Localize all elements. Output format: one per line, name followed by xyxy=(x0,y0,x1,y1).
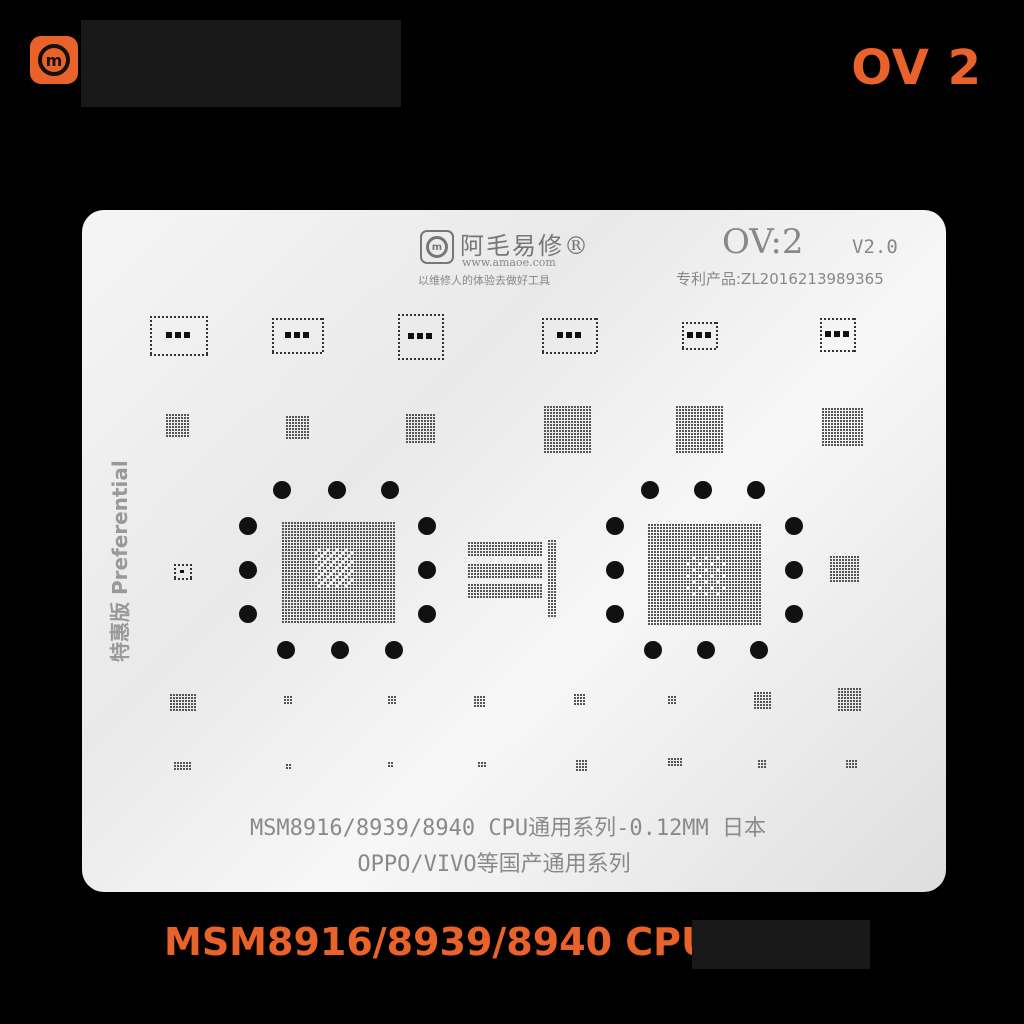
pad-row4-7 xyxy=(846,760,857,768)
pad-row4-2 xyxy=(388,762,393,767)
cpu-right-pattern xyxy=(606,481,803,659)
pad-grid-row2-5 xyxy=(822,408,863,446)
stencil-brand-name: 阿毛易修® xyxy=(460,232,590,260)
brand-logo-icon: m xyxy=(30,36,78,84)
stencil-spec-line-2: OPPO/VIVO等国产通用系列 xyxy=(357,852,631,877)
stencil-patent: 专利产品:ZL2016213989365 xyxy=(676,270,884,288)
redacted-area-top xyxy=(81,20,401,107)
pad-row3-2 xyxy=(388,696,396,704)
stencil-brand-slogan: 以维修人的体验去做好工具 xyxy=(418,274,550,287)
product-title: MSM8916/8939/8940 CPU xyxy=(164,920,712,964)
stencil-model: OV:2 xyxy=(722,222,804,262)
pad-grid-side xyxy=(830,556,859,582)
pad-frame-4 xyxy=(682,322,718,350)
pad-row3-4 xyxy=(574,694,585,705)
pad-row3-6 xyxy=(754,692,771,709)
pad-frame-1 xyxy=(272,318,324,354)
pad-row4-5 xyxy=(668,758,682,766)
stencil-logo-icon: m xyxy=(420,230,454,264)
stencil-brand-block: m 阿毛易修® www.amaoe.com 以维修人的体验去做好工具 xyxy=(418,226,610,288)
model-code-label: OV 2 xyxy=(851,40,982,96)
side-label-text: 特惠版 Preferential xyxy=(108,460,132,662)
pad-row3-5 xyxy=(668,696,676,704)
pad-row4-0 xyxy=(174,762,191,770)
memory-pad-block xyxy=(468,540,556,617)
pad-grid-row2-2 xyxy=(406,414,435,443)
side-label: 特惠版 Preferential xyxy=(104,460,132,790)
pad-frame-0 xyxy=(150,316,208,356)
pad-row3-1 xyxy=(284,696,292,704)
pad-row4-1 xyxy=(286,764,291,769)
pad-row3-7 xyxy=(838,688,861,711)
pad-grid-row2-0 xyxy=(166,414,189,437)
pad-grid-row2-1 xyxy=(286,416,309,439)
stencil-pad-patterns xyxy=(150,314,863,771)
pad-grid-row2-4 xyxy=(676,406,723,453)
pad-row3-0 xyxy=(170,694,196,711)
cpu-left-pattern xyxy=(239,481,436,659)
pad-frame-5 xyxy=(820,318,856,352)
pad-row4-4 xyxy=(576,760,587,771)
stencil-spec-line-1: MSM8916/8939/8940 CPU通用系列-0.12MM 日本 xyxy=(249,816,767,841)
pad-row3-3 xyxy=(474,696,485,707)
pad-marker-left xyxy=(174,564,192,580)
pad-frame-3 xyxy=(542,318,598,354)
stencil-brand-url: www.amaoe.com xyxy=(462,256,556,269)
pad-row4-3 xyxy=(478,762,486,767)
pad-grid-row2-3 xyxy=(544,406,591,453)
bga-stencil-plate: m 阿毛易修® www.amaoe.com 以维修人的体验去做好工具 OV:2 … xyxy=(82,210,946,892)
pad-frame-2 xyxy=(398,314,444,360)
pad-row4-6 xyxy=(758,760,766,768)
stencil-version: V2.0 xyxy=(852,236,898,258)
redacted-area-bottom xyxy=(692,920,870,969)
logo-mark: m xyxy=(38,44,70,76)
